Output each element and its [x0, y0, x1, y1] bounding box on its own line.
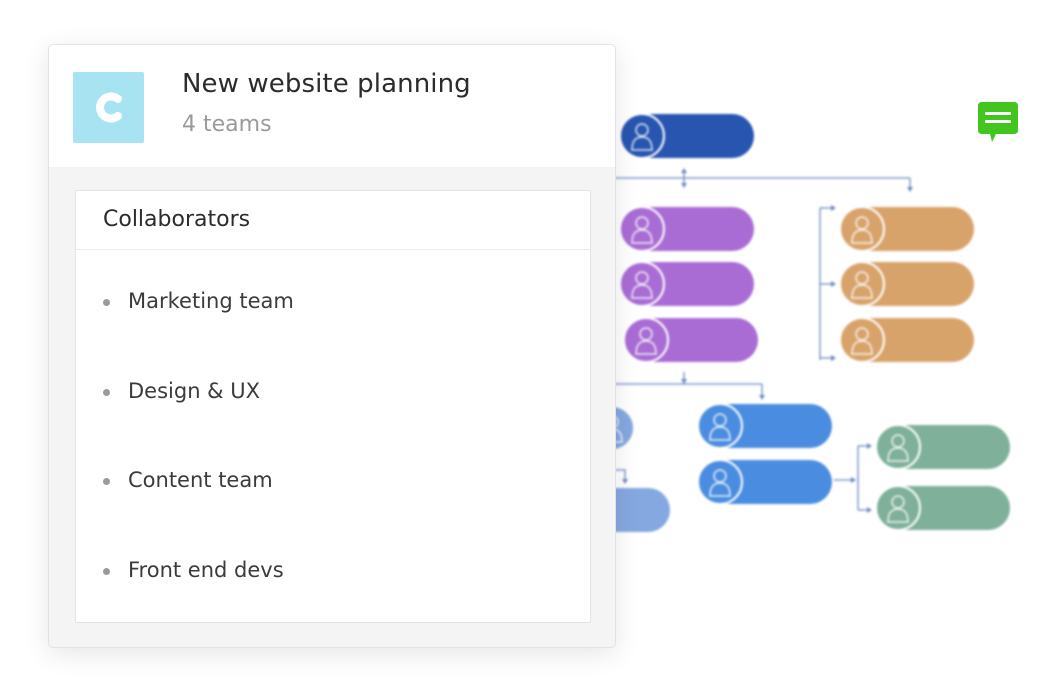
arrow-head-icon [867, 507, 872, 513]
project-title: New website planning [182, 69, 471, 99]
collaborators-panel: Collaborators Marketing team Design & UX… [75, 190, 591, 623]
bullet-icon [103, 568, 110, 576]
person-body-icon [709, 482, 731, 497]
person-head-icon [635, 271, 649, 285]
person-body-icon [887, 508, 909, 523]
arrow-head-icon [681, 379, 687, 384]
person-body-icon [851, 229, 873, 244]
arrow-head-icon [831, 355, 836, 361]
collaborators-list: Marketing team Design & UX Content team … [76, 250, 590, 609]
chat-bubble-icon[interactable] [976, 102, 1020, 144]
list-item[interactable]: Marketing team [76, 250, 590, 340]
person-head-icon [891, 434, 905, 448]
connector-line [615, 469, 626, 480]
person-head-icon [855, 327, 869, 341]
person-body-icon [635, 340, 657, 355]
person-head-icon [713, 469, 727, 483]
arrow-head-icon [622, 479, 628, 484]
person-body-icon [631, 284, 653, 299]
person-body-icon [887, 447, 909, 462]
person-head-icon [855, 216, 869, 230]
list-item[interactable]: Front end devs [76, 519, 590, 609]
arrow-head-icon [681, 168, 687, 173]
arrow-head-icon [831, 281, 836, 287]
list-item-label: Front end devs [128, 558, 284, 583]
bullet-icon [103, 388, 110, 396]
arrow-head-icon [867, 443, 872, 449]
person-head-icon [639, 327, 653, 341]
person-head-icon [855, 271, 869, 285]
person-body-icon [631, 136, 653, 151]
arrow-head-icon [907, 187, 913, 192]
person-body-icon [709, 426, 731, 441]
collaborators-heading: Collaborators [76, 191, 590, 250]
c-letter-logo-icon [73, 72, 144, 143]
bullet-icon [103, 299, 110, 306]
person-body-icon [851, 340, 873, 355]
person-head-icon [891, 495, 905, 509]
person-body-icon [631, 229, 653, 244]
person-head-icon [635, 123, 649, 137]
arrow-head-icon [831, 205, 836, 211]
project-card: New website planning 4 teams Collaborato… [48, 44, 616, 648]
arrow-head-icon [851, 477, 856, 483]
list-item-label: Content team [128, 468, 273, 493]
team-count: 4 teams [182, 112, 272, 137]
list-item-label: Design & UX [128, 378, 260, 403]
person-body-icon [851, 284, 873, 299]
list-item-label: Marketing team [128, 289, 294, 313]
arrow-head-icon [681, 183, 687, 188]
card-header: New website planning 4 teams [49, 45, 615, 167]
person-head-icon [635, 216, 649, 230]
list-item[interactable]: Content team [76, 429, 590, 519]
bullet-icon [103, 478, 110, 486]
list-item[interactable]: Design & UX [76, 340, 590, 430]
arrow-head-icon [759, 395, 765, 400]
person-head-icon [713, 413, 727, 427]
